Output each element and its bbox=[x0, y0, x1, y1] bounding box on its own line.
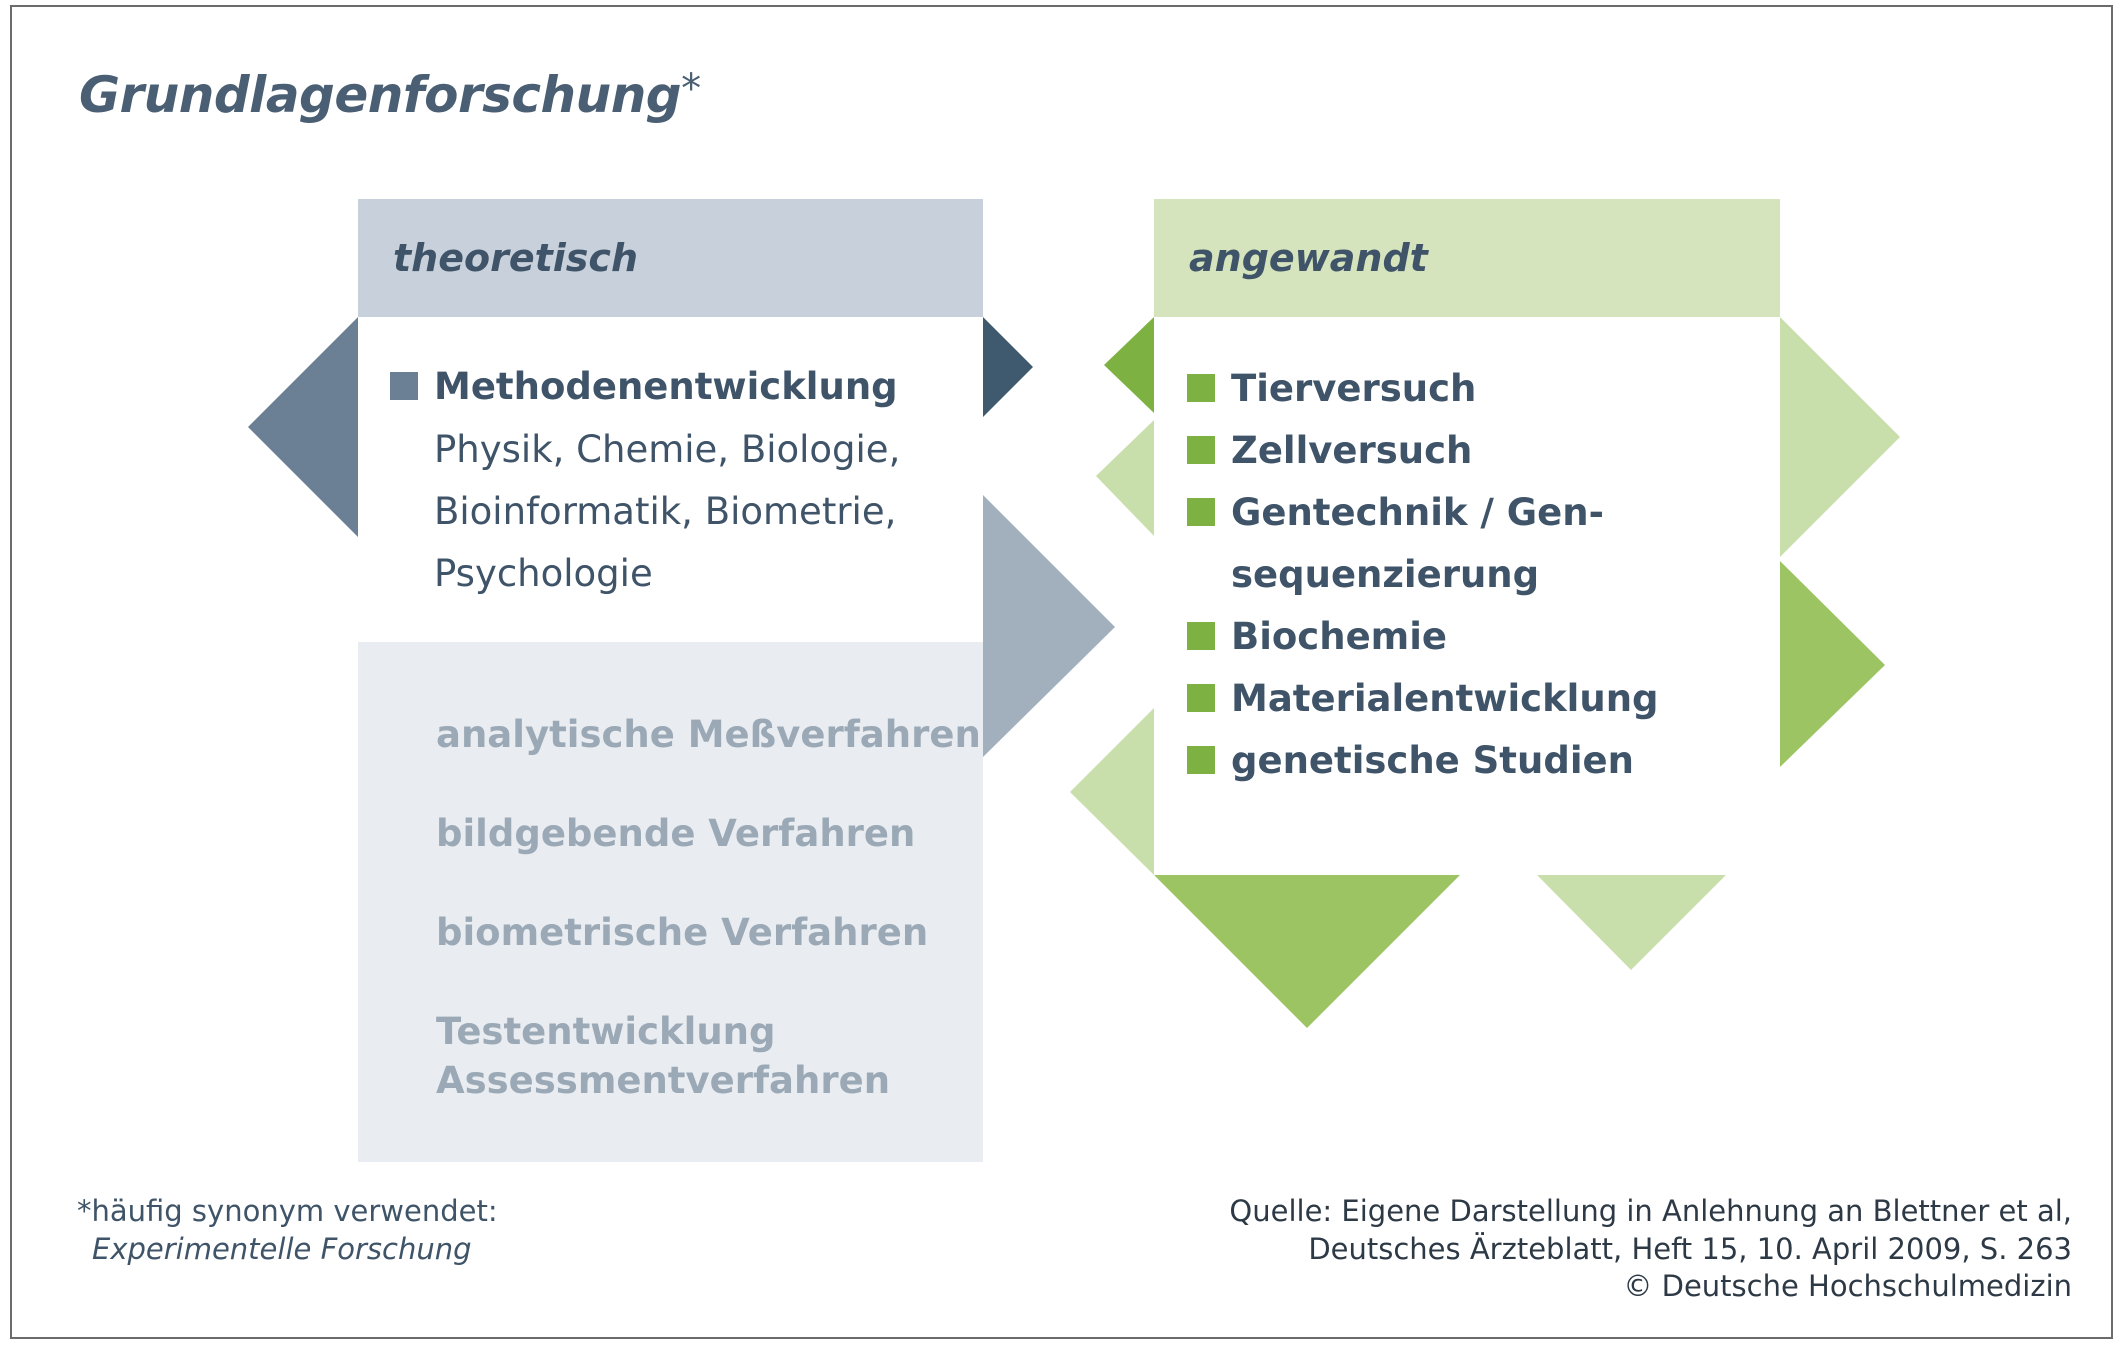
square-bullet-icon bbox=[1187, 497, 1215, 526]
grey-item: bildgebende Verfahren bbox=[436, 812, 916, 855]
item-continuation: sequenzierung bbox=[1231, 553, 1540, 596]
green-left-small-triangle bbox=[1104, 317, 1154, 413]
grey-item: analytische Meßverfahren bbox=[436, 713, 981, 756]
source-line1: Quelle: Eigene Darstellung in Anlehnung … bbox=[1229, 1194, 2072, 1228]
left-grey-panel bbox=[358, 642, 983, 1162]
title-text: Grundlagenforschung bbox=[79, 66, 682, 124]
square-bullet-icon bbox=[390, 371, 418, 400]
item-label: Zellversuch bbox=[1231, 429, 1473, 472]
item-label: Biochemie bbox=[1231, 615, 1448, 658]
list-item: Tierversuch bbox=[1187, 367, 1476, 410]
list-item: genetische Studien bbox=[1187, 739, 1634, 782]
square-bullet-icon bbox=[1187, 621, 1215, 650]
copyright-line: © Deutsche Hochschulmedizin bbox=[1623, 1269, 2072, 1303]
square-bullet-icon bbox=[1187, 435, 1215, 464]
bullet-label: Methodenentwicklung bbox=[434, 365, 898, 408]
light-green-bottom-triangle bbox=[1537, 875, 1726, 970]
title-asterisk: * bbox=[681, 66, 701, 112]
header-theoretisch: theoretisch bbox=[358, 199, 983, 317]
sub-line: Physik, Chemie, Biologie, bbox=[434, 428, 901, 471]
list-item: Zellversuch bbox=[1187, 429, 1472, 472]
green-bottom-triangle bbox=[1154, 875, 1460, 1028]
square-bullet-icon bbox=[1187, 745, 1215, 774]
light-green-right-triangle bbox=[1780, 317, 1900, 557]
item-label: Tierversuch bbox=[1231, 367, 1477, 410]
list-item: Gentechnik / Gen- bbox=[1187, 491, 1604, 534]
sub-line: Bioinformatik, Biometrie, bbox=[434, 490, 897, 533]
grey-item: Assessmentverfahren bbox=[436, 1059, 891, 1102]
center-pointer-triangle bbox=[983, 495, 1115, 757]
list-item: Materialentwicklung bbox=[1187, 677, 1659, 720]
header-angewandt: angewandt bbox=[1154, 199, 1780, 317]
footnote-line1: *häufig synonym verwendet: bbox=[77, 1194, 498, 1228]
grey-item: Testentwicklung bbox=[436, 1010, 776, 1053]
light-green-left-lower-triangle bbox=[1070, 708, 1154, 875]
item-label: Gentechnik / Gen- bbox=[1231, 491, 1604, 534]
square-bullet-icon bbox=[1187, 683, 1215, 712]
diagram-title: Grundlagenforschung* bbox=[79, 66, 701, 124]
list-item: Biochemie bbox=[1187, 615, 1447, 658]
item-label: Materialentwicklung bbox=[1231, 677, 1659, 720]
source-line2: Deutsches Ärzteblatt, Heft 15, 10. April… bbox=[1308, 1232, 2072, 1266]
footnote-line2: Experimentelle Forschung bbox=[92, 1232, 472, 1266]
top-right-dark-triangle bbox=[983, 317, 1033, 417]
light-green-left-triangle bbox=[1096, 420, 1154, 536]
square-bullet-icon bbox=[1187, 373, 1215, 402]
sub-line: Psychologie bbox=[434, 552, 653, 595]
left-content-box bbox=[358, 317, 983, 642]
grey-item: biometrische Verfahren bbox=[436, 911, 929, 954]
diagram-frame bbox=[10, 5, 2113, 1339]
item-label: genetische Studien bbox=[1231, 739, 1634, 782]
green-right-triangle bbox=[1780, 561, 1885, 767]
bullet-methodenentwicklung: Methodenentwicklung bbox=[390, 365, 898, 408]
right-content-box bbox=[1154, 317, 1780, 875]
left-side-triangle bbox=[248, 317, 358, 537]
